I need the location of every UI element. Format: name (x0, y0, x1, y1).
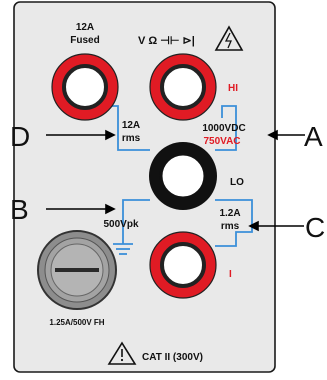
label-750vac: 750VAC (203, 136, 240, 147)
label-i: I (229, 269, 232, 280)
label-1000vdc: 1000VDC (202, 123, 245, 134)
warning-icon (214, 25, 244, 51)
arrow-b-head (105, 203, 116, 215)
ground-icon (113, 243, 133, 255)
callout-b: B (10, 194, 29, 225)
jack-12a-fused (51, 53, 119, 121)
label-fuse-rating: 1.25A/500V FH (49, 318, 104, 327)
label-fused: Fused (70, 35, 99, 46)
label-function-symbols: V Ω ⊣⊢ ⊳| (138, 34, 195, 47)
callout-d: D (10, 121, 30, 152)
label-hi: HI (228, 83, 238, 94)
cat-warning-icon (107, 341, 137, 365)
label-12a-rms-2: rms (122, 133, 141, 144)
label-1.2a: 1.2A (219, 208, 240, 219)
fuse-slot (55, 268, 99, 272)
label-lo: LO (230, 177, 244, 188)
fuse-holder (37, 230, 117, 310)
label-12a: 12A (76, 22, 94, 33)
jack-lo (149, 142, 217, 210)
jack-hi (149, 53, 217, 121)
label-1.2a-rms: rms (221, 221, 240, 232)
arrow-d-head (105, 129, 116, 141)
arrow-c-head (248, 220, 259, 232)
label-12a-rms-1: 12A (122, 120, 140, 131)
trace-lo-right (215, 199, 253, 247)
jack-i (149, 231, 217, 299)
arrow-a-head (267, 129, 278, 141)
callout-c: C (305, 212, 325, 243)
trace-hi (215, 105, 237, 151)
trace-lo-left (122, 199, 150, 230)
callout-arrows (46, 129, 305, 232)
callout-a: A (304, 121, 323, 152)
label-cat-rating: CAT II (300V) (142, 352, 203, 363)
label-500vpk: 500Vpk (103, 219, 138, 230)
